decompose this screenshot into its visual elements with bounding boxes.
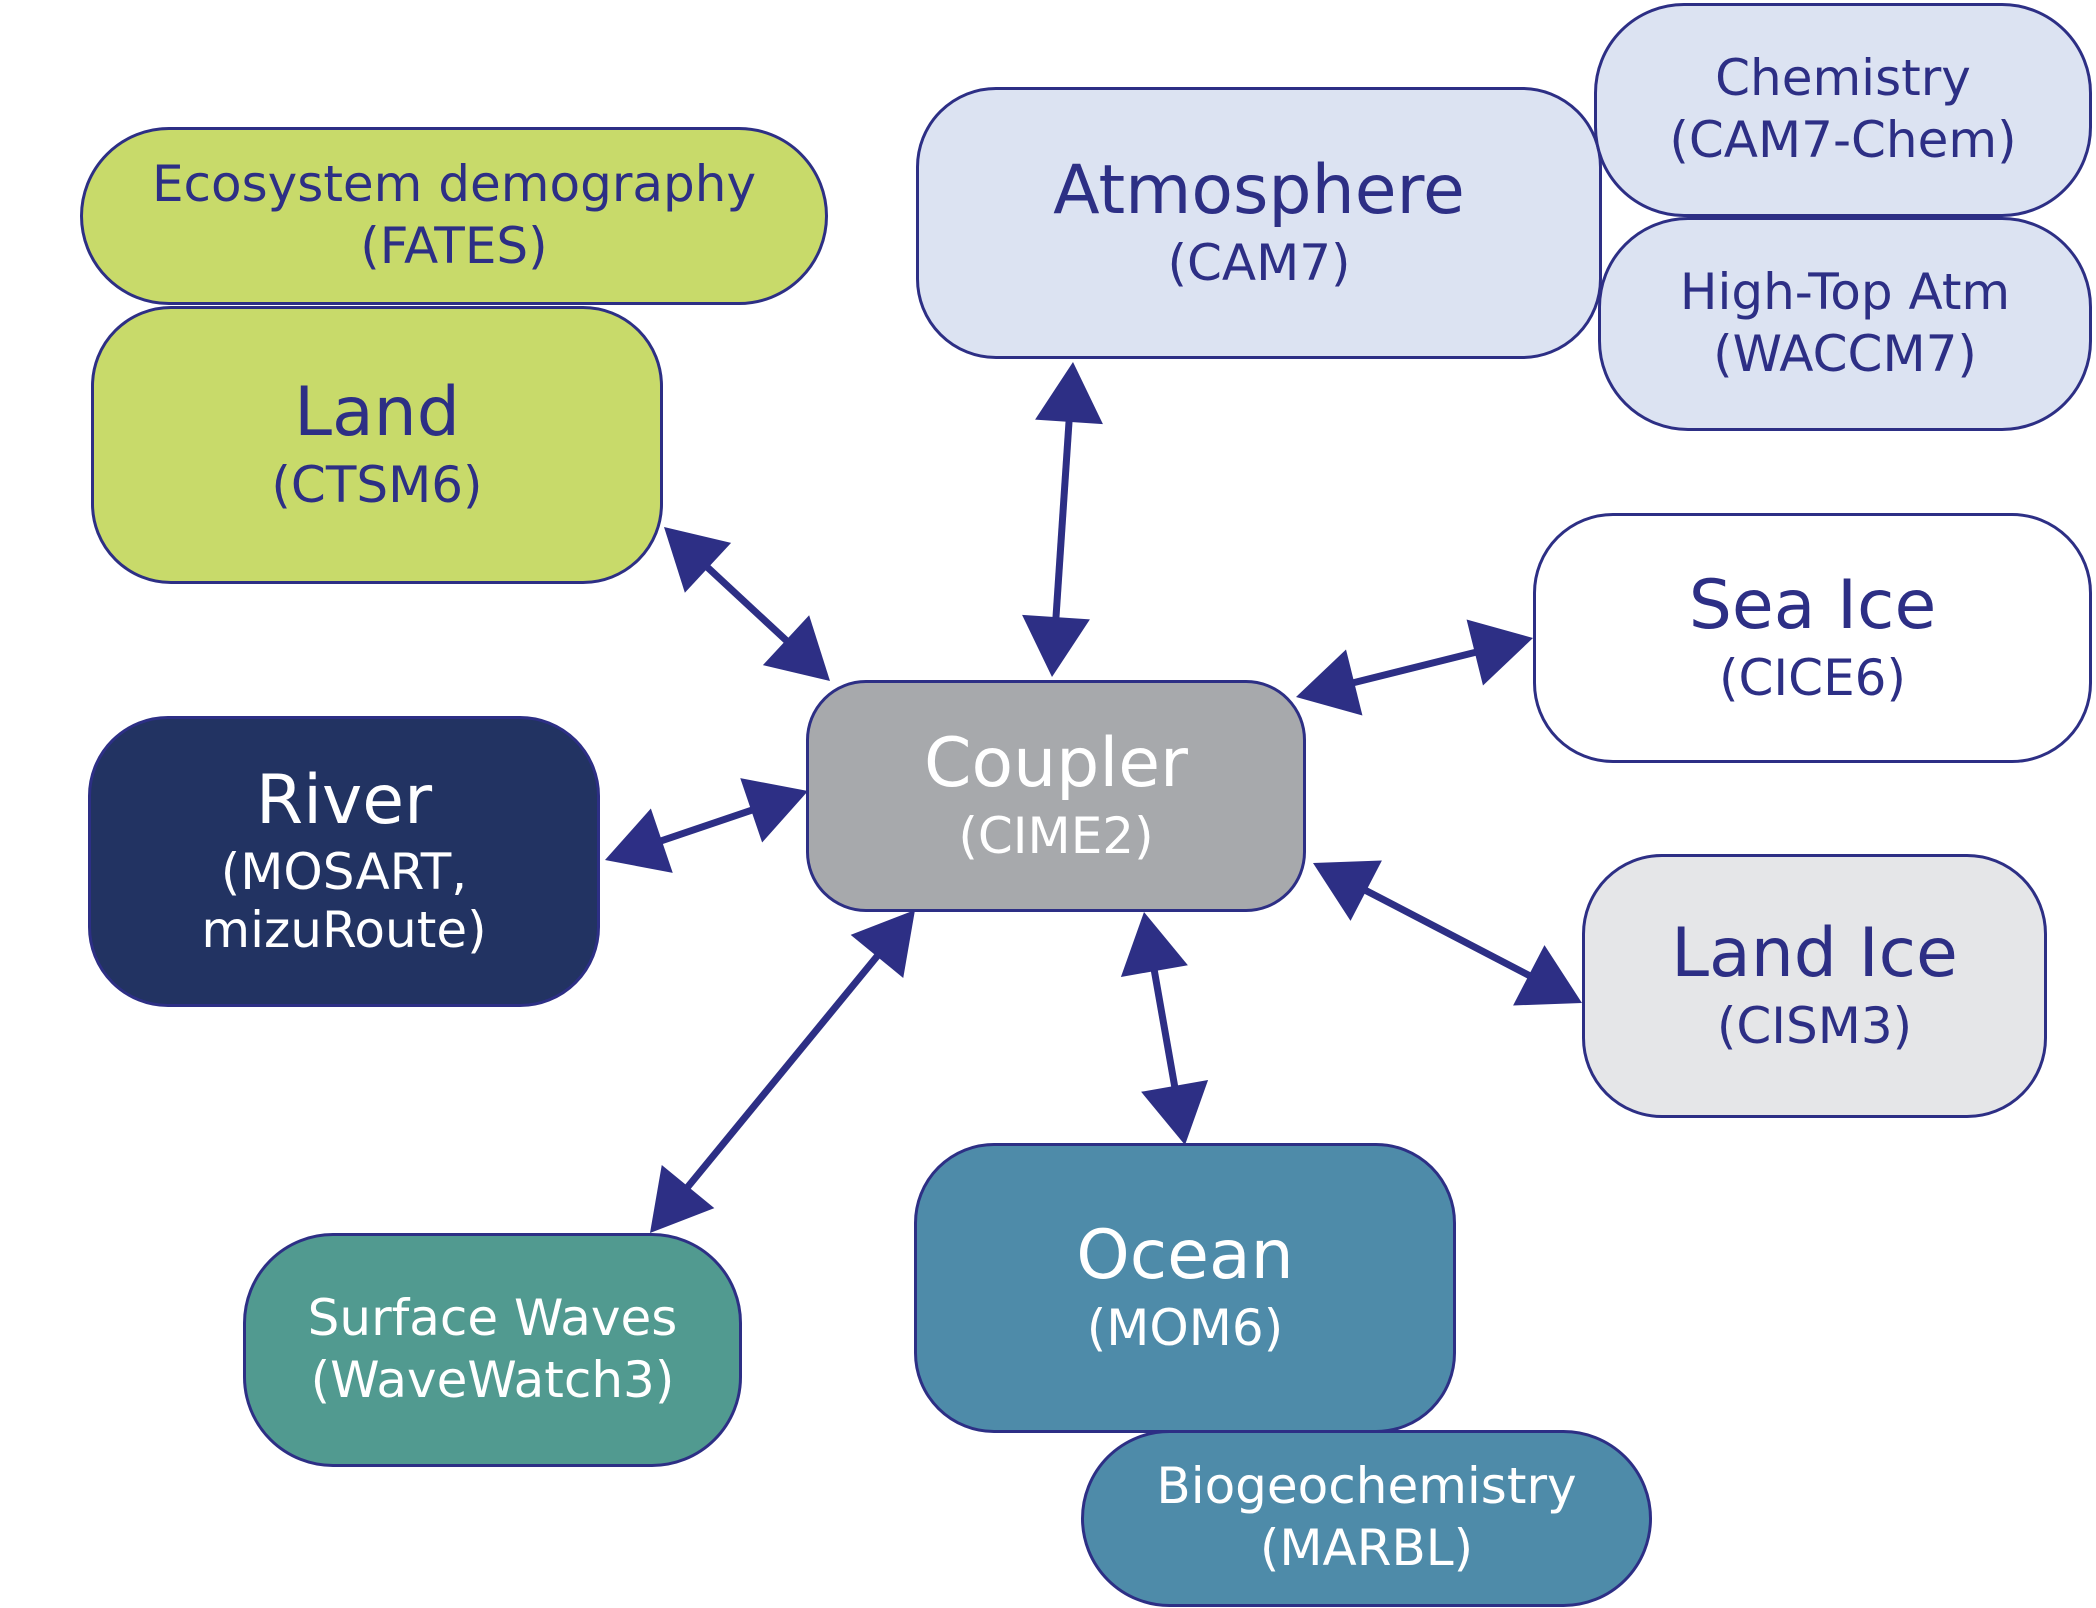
sea-ice-title: Sea Ice	[1688, 565, 1937, 645]
chemistry-node[interactable]: Chemistry (CAM7-Chem)	[1594, 3, 2092, 217]
arrow-coupler-seaice	[1296, 619, 1533, 716]
land-title: Land	[294, 372, 460, 452]
surface-waves-title: Surface Waves	[307, 1288, 678, 1347]
sea-ice-subtitle: (CICE6)	[1719, 648, 1906, 707]
river-subtitle: (MOSART, mizuRoute)	[201, 843, 487, 959]
arrow-coupler-landice	[1313, 860, 1582, 1006]
high-top-atm-subtitle: (WACCM7)	[1713, 324, 1977, 383]
atmosphere-node[interactable]: Atmosphere (CAM7)	[916, 87, 1602, 359]
ecosystem-demography-subtitle: (FATES)	[360, 216, 548, 275]
coupler-node[interactable]: Coupler (CIME2)	[806, 680, 1306, 912]
arrow-coupler-atm	[1022, 362, 1103, 677]
land-ice-title: Land Ice	[1671, 913, 1958, 993]
surface-waves-subtitle: (WaveWatch3)	[310, 1350, 675, 1409]
surface-waves-node[interactable]: Surface Waves (WaveWatch3)	[243, 1233, 742, 1467]
ocean-subtitle: (MOM6)	[1086, 1298, 1284, 1357]
arrow-coupler-river	[605, 778, 808, 873]
atmosphere-title: Atmosphere	[1053, 150, 1465, 230]
biogeochemistry-title: Biogeochemistry	[1156, 1457, 1577, 1516]
river-title: River	[255, 760, 433, 840]
arrow-coupler-waves	[650, 910, 915, 1233]
ocean-node[interactable]: Ocean (MOM6)	[914, 1143, 1456, 1433]
high-top-atm-title: High-Top Atm	[1679, 262, 2011, 321]
river-node[interactable]: River (MOSART, mizuRoute)	[88, 716, 600, 1007]
land-node[interactable]: Land (CTSM6)	[91, 306, 663, 584]
sea-ice-node[interactable]: Sea Ice (CICE6)	[1533, 513, 2092, 763]
coupler-subtitle: (CIME2)	[958, 806, 1154, 865]
chemistry-subtitle: (CAM7-Chem)	[1669, 110, 2017, 169]
ecosystem-demography-node[interactable]: Ecosystem demography (FATES)	[80, 127, 828, 305]
chemistry-title: Chemistry	[1715, 48, 1971, 107]
high-top-atm-node[interactable]: High-Top Atm (WACCM7)	[1598, 217, 2092, 431]
biogeochemistry-subtitle: (MARBL)	[1259, 1519, 1474, 1578]
coupler-title: Coupler	[923, 723, 1189, 803]
ocean-title: Ocean	[1076, 1215, 1294, 1295]
arrow-coupler-ocean	[1120, 912, 1209, 1145]
biogeochemistry-node[interactable]: Biogeochemistry (MARBL)	[1081, 1430, 1652, 1607]
land-subtitle: (CTSM6)	[271, 455, 483, 514]
ecosystem-demography-title: Ecosystem demography	[151, 154, 757, 213]
land-ice-subtitle: (CISM3)	[1716, 996, 1913, 1055]
arrow-coupler-land	[664, 527, 830, 681]
land-ice-node[interactable]: Land Ice (CISM3)	[1582, 854, 2047, 1118]
atmosphere-subtitle: (CAM7)	[1167, 233, 1351, 292]
